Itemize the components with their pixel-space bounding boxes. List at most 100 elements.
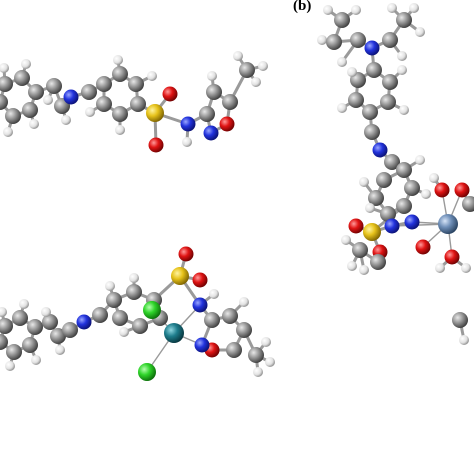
carbon-atom: [396, 198, 412, 214]
hydrogen-atom: [387, 3, 397, 13]
hydrogen-atom: [459, 335, 469, 345]
hydrogen-atom: [29, 119, 39, 129]
hydrogen-atom: [429, 173, 439, 183]
hydrogen-atom: [113, 55, 123, 65]
oxygen-atom: [192, 272, 208, 288]
oxygen-atom: [178, 246, 194, 262]
carbon-atom: [226, 342, 242, 358]
carbon-atom: [96, 76, 112, 92]
carbon-atom: [6, 344, 22, 360]
hydrogen-atom: [147, 71, 157, 81]
carbon-atom: [112, 310, 128, 326]
carbon-atom: [106, 292, 122, 308]
hydrogen-atom: [239, 297, 249, 307]
hydrogen-atom: [261, 337, 271, 347]
sulfur-atom: [171, 267, 189, 285]
ligand-molecule-atoms: [0, 51, 268, 153]
carbon-atom: [112, 66, 128, 82]
carbon-atom: [239, 62, 255, 78]
hydrogen-atom: [85, 107, 95, 117]
hydrogen-atom: [397, 51, 407, 61]
hydrogen-atom: [359, 177, 369, 187]
atom-layer: [0, 3, 474, 381]
hydrogen-atom: [258, 61, 268, 71]
carbon-atom: [126, 284, 142, 300]
carbon-atom: [12, 310, 28, 326]
hydrogen-atom: [251, 77, 261, 87]
carbon-atom: [380, 206, 396, 222]
oxygen-atom: [434, 182, 450, 198]
carbon-atom: [22, 102, 38, 118]
carbon-atom: [46, 78, 62, 94]
hydrogen-atom: [41, 307, 51, 317]
nitrogen-atom: [63, 89, 79, 105]
panel-label-b: (b): [293, 0, 312, 14]
hydrogen-atom: [399, 105, 409, 115]
hydrogen-atom: [415, 27, 425, 37]
nitrogen-atom: [192, 297, 208, 313]
hydrogen-atom: [5, 361, 15, 371]
carbon-atom: [376, 172, 392, 188]
carbon-atom: [452, 312, 468, 328]
hydrogen-atom: [351, 5, 361, 15]
carbon-atom: [92, 307, 108, 323]
hydrogen-atom: [0, 63, 9, 73]
carbon-atom: [222, 308, 238, 324]
carbon-atom: [81, 84, 97, 100]
hydrogen-atom: [415, 155, 425, 165]
carbon-atom: [96, 96, 112, 112]
hydrogen-atom: [19, 299, 29, 309]
carbon-atom: [130, 96, 146, 112]
hydrogen-atom: [61, 115, 71, 125]
hydrogen-atom: [347, 261, 357, 271]
carbon-atom: [384, 154, 400, 170]
hydrogen-atom: [365, 203, 375, 213]
carbon-atom: [50, 328, 66, 344]
hydrogen-atom: [209, 289, 219, 299]
sulfur-atom: [363, 223, 381, 241]
carbon-atom: [112, 106, 128, 122]
oxygen-atom: [454, 182, 470, 198]
hydrogen-atom: [207, 71, 217, 81]
hydrogen-atom: [3, 127, 13, 137]
carbon-atom: [27, 319, 43, 335]
carbon-atom: [380, 94, 396, 110]
oxygen-atom: [444, 249, 460, 265]
hydrogen-atom: [409, 3, 419, 13]
hydrogen-atom: [323, 5, 333, 15]
carbon-atom: [382, 32, 398, 48]
hydrogen-atom: [421, 189, 431, 199]
hydrogen-atom: [461, 263, 471, 273]
hydrogen-atom: [21, 59, 31, 69]
hydrogen-atom: [435, 263, 445, 273]
carbon-atom: [14, 70, 30, 86]
hydrogen-atom: [337, 103, 347, 113]
nitrogen-atom: [76, 314, 92, 330]
hydrogen-atom: [182, 137, 192, 147]
hydrogen-atom: [0, 307, 7, 317]
carbon-atom: [352, 242, 368, 258]
metal-complex-b-atoms: [317, 3, 474, 345]
hydrogen-atom: [115, 125, 125, 135]
carbon-atom: [5, 108, 21, 124]
chlorine-atom: [143, 301, 161, 319]
carbon-atom: [0, 318, 13, 334]
metal-complex-a-atoms: [0, 246, 275, 381]
carbon-atom: [0, 334, 8, 350]
oxygen-atom: [415, 239, 431, 255]
hydrogen-atom: [43, 95, 53, 105]
oxygen-atom: [162, 86, 178, 102]
carbon-atom: [326, 34, 342, 50]
carbon-atom: [348, 92, 364, 108]
hydrogen-atom: [265, 357, 275, 367]
carbon-atom: [396, 12, 412, 28]
carbon-atom: [132, 318, 148, 334]
carbon-atom: [206, 84, 222, 100]
oxygen-atom: [148, 137, 164, 153]
carbon-atom: [128, 76, 144, 92]
nitrogen-atom: [404, 214, 420, 230]
carbon-atom: [22, 337, 38, 353]
carbon-atom: [62, 322, 78, 338]
carbon-atom: [42, 314, 58, 330]
